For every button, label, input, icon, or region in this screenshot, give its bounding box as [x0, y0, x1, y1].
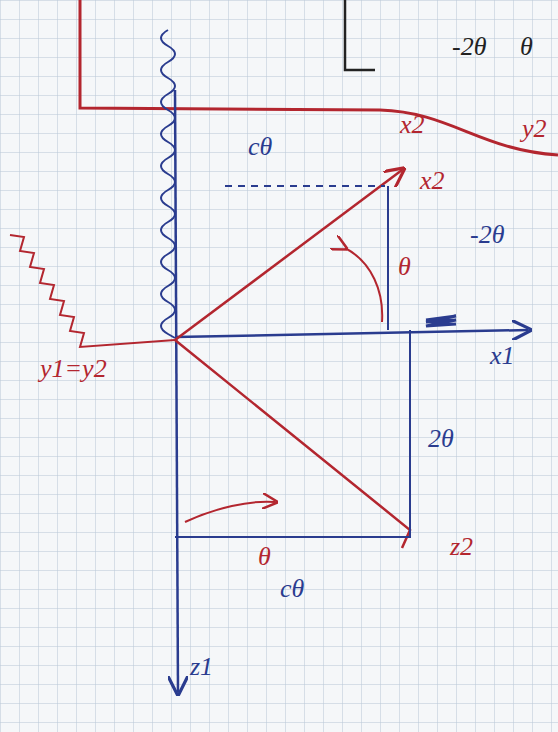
axis-label: θ: [258, 544, 271, 570]
axis-label: -2θ: [452, 34, 486, 60]
angle-arc: [185, 502, 275, 522]
axis: [175, 90, 178, 692]
axis-label: x1: [490, 343, 515, 369]
scribble: [426, 316, 456, 326]
axis-label: y1=y2: [40, 356, 107, 382]
axis-label: x2: [400, 112, 425, 138]
projection-line: [175, 330, 410, 537]
axis: [175, 340, 410, 548]
projection-line: [387, 186, 389, 330]
axis-label: z2: [450, 534, 473, 560]
axis-label: θ: [398, 254, 411, 280]
axis-label: 2θ: [428, 426, 454, 452]
body-outline: [80, 0, 558, 155]
bracket: [345, 0, 375, 70]
axis-label: z1: [190, 654, 213, 680]
axis: [175, 170, 402, 340]
axis-label: y2: [522, 116, 547, 142]
spring: [10, 235, 175, 347]
axis-label: cθ: [248, 134, 272, 160]
axis-label: θ: [520, 34, 533, 60]
axis-label: x2: [420, 168, 445, 194]
axis-label: cθ: [280, 576, 304, 602]
axis-label: -2θ: [470, 222, 504, 248]
projection-line: [225, 185, 385, 187]
angle-arc: [345, 248, 382, 322]
axis: [175, 330, 528, 337]
spring: [161, 30, 175, 338]
